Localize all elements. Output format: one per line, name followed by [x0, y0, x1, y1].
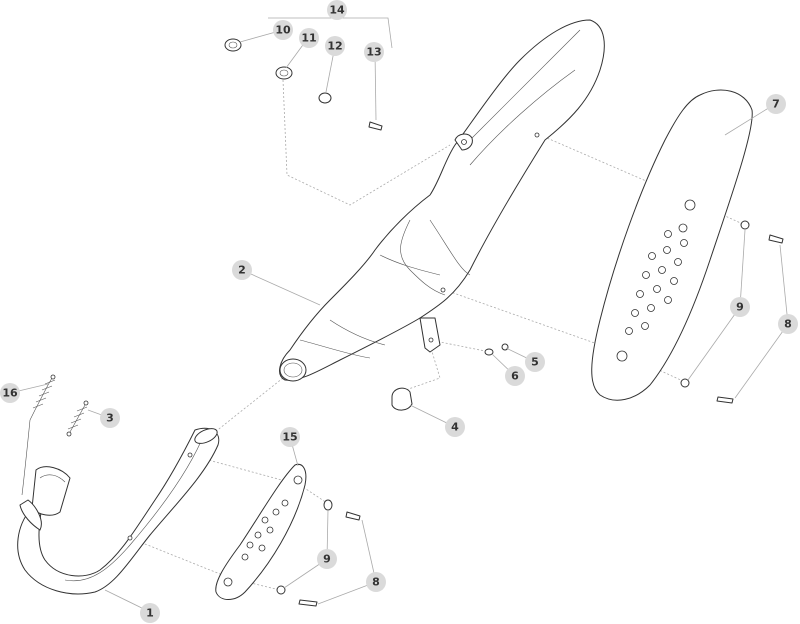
callout-badge: [100, 408, 120, 428]
callout-label: 1: [146, 607, 154, 620]
callout-12: 12: [325, 36, 345, 56]
callout-8-lower: 8: [366, 572, 386, 592]
callout-label: 13: [366, 46, 381, 59]
callout-15: 15: [280, 427, 300, 447]
callout-badge: [327, 0, 347, 20]
callout-label: 16: [2, 387, 18, 400]
callout-badge: [364, 42, 384, 62]
callout-badge: [299, 28, 319, 48]
callout-badge: [766, 94, 786, 114]
spring-part-16: [21, 374, 56, 496]
callout-7: 7: [766, 94, 786, 114]
callout-4: 4: [445, 417, 465, 437]
callout-badge: [317, 549, 337, 569]
callout-label: 6: [511, 370, 519, 383]
callout-label: 3: [106, 412, 114, 425]
callout-label: 8: [372, 576, 380, 589]
callout-badge: [0, 383, 20, 403]
callout-label: 10: [275, 24, 291, 37]
callout-8-upper: 8: [778, 314, 798, 334]
header-pipe-part: [17, 427, 220, 595]
callout-label: 15: [282, 431, 297, 444]
callout-label: 9: [736, 301, 744, 314]
callout-6: 6: [505, 366, 525, 386]
callout-badge: [280, 427, 300, 447]
callout-3: 3: [100, 408, 120, 428]
callout-badge: [445, 417, 465, 437]
hardware-parts: [224, 38, 784, 607]
callout-label: 7: [772, 98, 780, 111]
callout-badge: [525, 352, 545, 372]
callout-label: 14: [329, 4, 345, 17]
callout-label: 9: [323, 553, 331, 566]
callout-badge: [232, 260, 252, 280]
callout-1: 1: [140, 603, 160, 623]
callout-13: 13: [364, 42, 384, 62]
callout-14: 14: [327, 0, 347, 20]
callout-label: 12: [327, 40, 342, 53]
callout-2: 2: [232, 260, 252, 280]
callout-badge: [366, 572, 386, 592]
callout-label: 2: [238, 264, 246, 277]
muffler-part: [279, 19, 605, 382]
callout-16: 16: [0, 383, 20, 403]
callout-label: 11: [301, 32, 316, 45]
callout-badge: [273, 20, 293, 40]
callout-badge: [778, 314, 798, 334]
callout-badge: [140, 603, 160, 623]
heat-shield-vent-holes: [616, 199, 696, 362]
lower-heat-shield-part: [215, 463, 307, 600]
callout-label: 5: [531, 356, 539, 369]
callout-badge: [325, 36, 345, 56]
callout-10: 10: [273, 20, 293, 40]
callout-label: 4: [451, 421, 459, 434]
heat-shield-part: [591, 89, 753, 401]
spring-part-3: [66, 400, 89, 437]
callout-9-lower: 9: [317, 549, 337, 569]
callout-9-upper: 9: [730, 297, 750, 317]
callout-badge: [505, 366, 525, 386]
callout-label: 8: [784, 318, 792, 331]
callout-5: 5: [525, 352, 545, 372]
callout-11: 11: [299, 28, 319, 48]
callout-badge: [730, 297, 750, 317]
